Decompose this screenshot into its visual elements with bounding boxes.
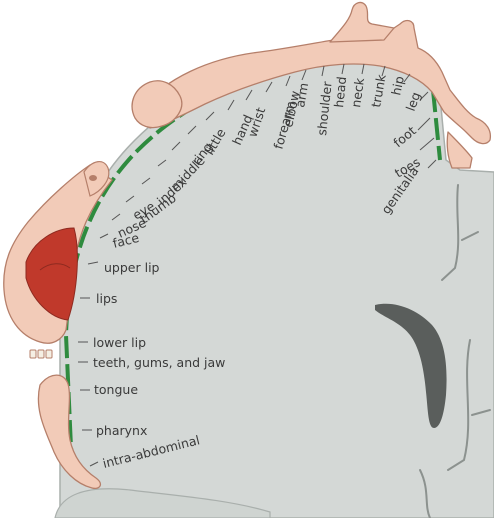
homunculus-face bbox=[3, 161, 113, 344]
label-face: face bbox=[111, 230, 141, 251]
mouth bbox=[25, 227, 78, 321]
label-lower-lip: lower lip bbox=[93, 335, 146, 350]
label-tongue: tongue bbox=[94, 382, 138, 397]
tongue-graphic bbox=[37, 374, 101, 490]
label-pharynx: pharynx bbox=[96, 423, 147, 438]
label-upper-lip: upper lip bbox=[104, 260, 160, 275]
label-hip: hip bbox=[388, 75, 407, 97]
sulci bbox=[419, 184, 491, 518]
homunculus-body bbox=[131, 1, 492, 169]
teeth-graphic bbox=[29, 349, 53, 359]
label-lips: lips bbox=[96, 291, 117, 306]
label-head: head bbox=[331, 76, 349, 109]
label-neck: neck bbox=[348, 76, 367, 108]
label-shoulder: shoulder bbox=[314, 80, 335, 136]
label-ticks bbox=[78, 63, 437, 467]
label-trunk: trunk bbox=[368, 73, 389, 109]
temporal-lobe bbox=[54, 488, 271, 518]
label-leg: leg bbox=[403, 90, 424, 113]
lateral-ventricle bbox=[375, 303, 447, 428]
label-teeth-gums-jaw: teeth, gums, and jaw bbox=[93, 355, 225, 370]
label-arm: arm bbox=[292, 82, 311, 109]
